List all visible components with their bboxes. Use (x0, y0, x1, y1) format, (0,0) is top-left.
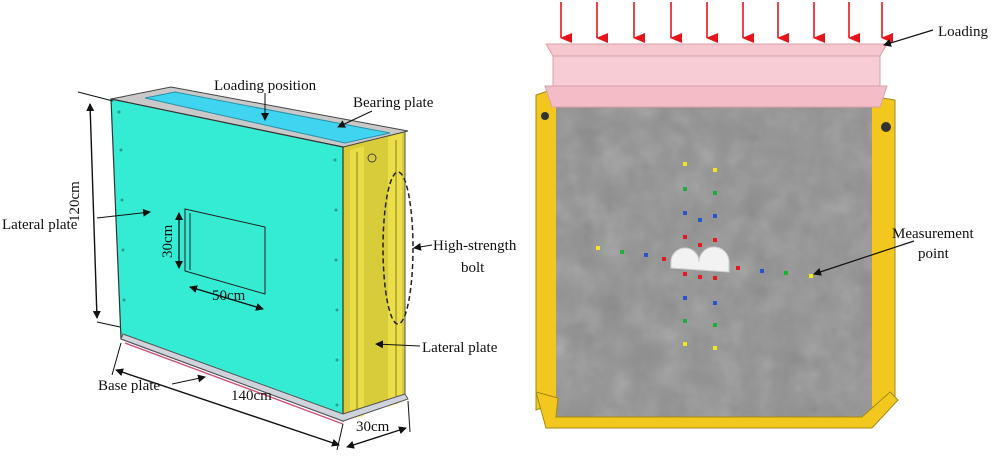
base-plate-label: Base plate (98, 378, 160, 394)
width-dimension-label: 140cm (231, 388, 272, 404)
measurement-point (683, 211, 687, 215)
measurement-point-label-line1: Measurement (892, 226, 974, 242)
loading-beam (545, 43, 888, 57)
height-dimension-label: 120cm (67, 181, 83, 222)
bearing-plate-label: Bearing plate (353, 95, 434, 111)
tunnel-opening-right (670, 246, 730, 273)
loading-label: Loading (938, 24, 988, 40)
measurement-point (683, 319, 687, 323)
measurement-point (683, 296, 687, 300)
high-strength-bolt-label-line1: High-strength (433, 238, 517, 254)
measurement-point (683, 272, 687, 276)
base-plate (120, 333, 409, 422)
measurement-point (620, 250, 624, 254)
measurement-point (713, 168, 717, 172)
loading-arrows (560, 2, 893, 43)
right-diagram: Loading Measurement point (535, 2, 988, 429)
depth-dimension-label: 30cm (356, 419, 390, 435)
lateral-plate-left-label: Lateral plate (2, 217, 78, 233)
measurement-point (698, 243, 702, 247)
opening-width-dimension-line (189, 285, 264, 311)
measurement-point (596, 246, 600, 250)
frame-base (535, 391, 899, 429)
measurement-point (784, 271, 788, 275)
measurement-point (809, 274, 813, 278)
measurement-point (713, 191, 717, 195)
measurement-point (644, 253, 648, 257)
loading-position-label: Loading position (214, 78, 317, 94)
opening-width-dimension-label: 50cm (212, 288, 246, 304)
measurement-point (713, 323, 717, 327)
tunnel-opening (184, 208, 266, 295)
bolt-highlight-ellipse (382, 171, 414, 325)
lateral-plate-right-label: Lateral plate (422, 340, 498, 356)
high-strength-bolt-label-line2: bolt (461, 260, 485, 276)
measurement-point (662, 257, 666, 261)
measurement-point (683, 342, 687, 346)
frame-left-post (535, 87, 558, 411)
measurement-point (713, 301, 717, 305)
measurement-point (713, 214, 717, 218)
measurement-point (683, 235, 687, 239)
measurement-point-label-line2: point (918, 246, 950, 262)
measurement-point (683, 187, 687, 191)
width-dimension-line (115, 368, 340, 447)
measurement-point (713, 346, 717, 350)
height-dimension-line (86, 103, 101, 319)
measurement-point (683, 162, 687, 166)
measurement-point (736, 266, 740, 270)
measurement-point (713, 276, 717, 280)
measurement-point (713, 238, 717, 242)
left-diagram: 120cm 140cm 30cm 30cm 50cm Loading posit… (2, 78, 517, 451)
depth-dimension-line (346, 426, 407, 449)
opening-height-dimension-label: 30cm (160, 224, 176, 258)
measurement-point (698, 218, 702, 222)
measurement-points (596, 162, 813, 350)
measurement-point (698, 275, 702, 279)
measurement-point (760, 269, 764, 273)
